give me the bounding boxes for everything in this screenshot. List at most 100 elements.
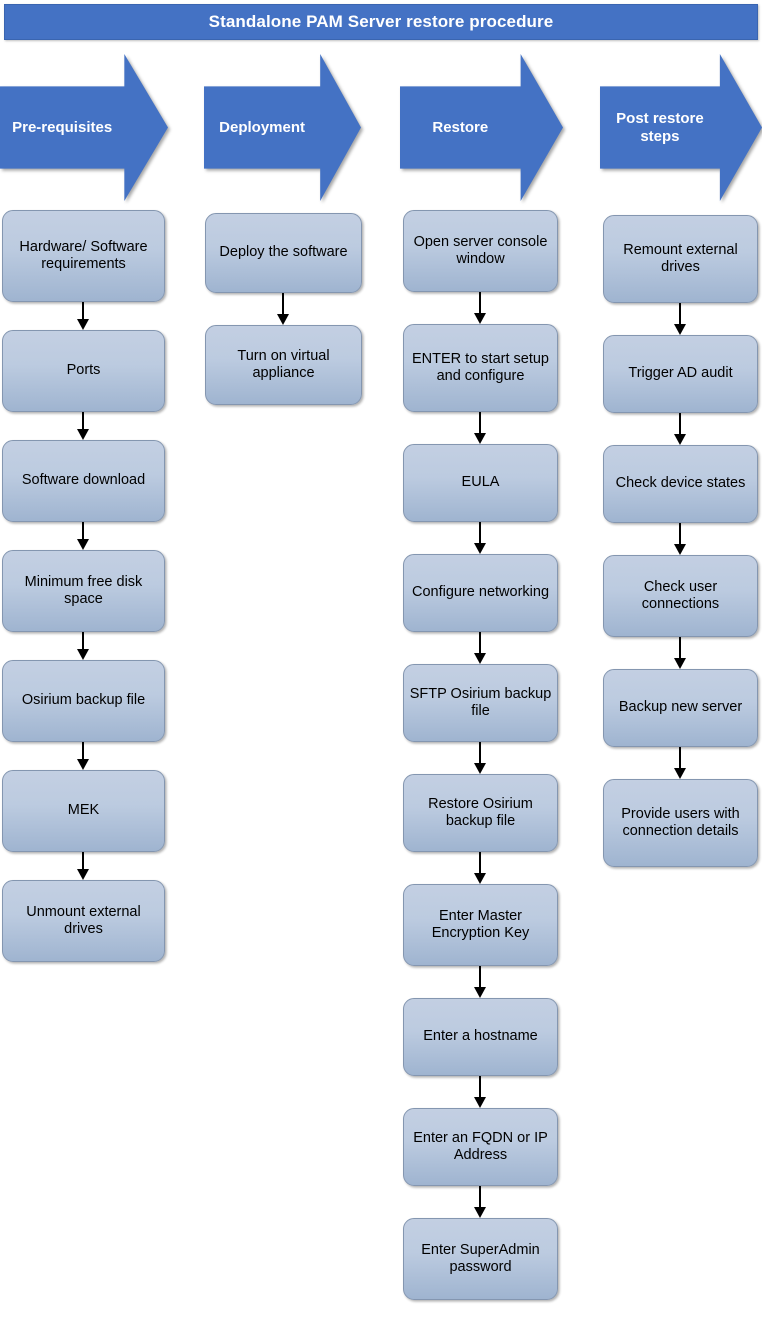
process-step-box[interactable]: Deploy the software: [205, 213, 362, 293]
flow-connector-arrow: [474, 966, 487, 998]
arrowhead-icon: [674, 658, 686, 669]
connector-line: [679, 303, 682, 326]
connector-line: [679, 637, 682, 660]
connector-line: [82, 742, 85, 761]
arrowhead-icon: [77, 649, 89, 660]
connector-line: [82, 302, 85, 321]
process-step-label: Open server console window: [413, 233, 548, 267]
process-step-box[interactable]: Hardware/ Software requirements: [2, 210, 165, 302]
process-step-label: Software download: [21, 472, 146, 489]
flow-connector-arrow: [77, 412, 90, 440]
connector-line: [82, 852, 85, 871]
phase-arrow-1[interactable]: Pre-requisites: [0, 54, 168, 201]
arrowhead-icon: [674, 768, 686, 779]
process-step-box[interactable]: Minimum free disk space: [2, 550, 165, 632]
process-step-box[interactable]: Restore Osirium backup file: [403, 774, 558, 852]
process-step-label: Enter Master Encryption Key: [431, 907, 530, 941]
process-step-box[interactable]: Software download: [2, 440, 165, 522]
connector-line: [479, 742, 482, 765]
phase-arrow-label: Restore: [432, 118, 489, 136]
flow-connector-arrow: [674, 523, 687, 555]
process-step-label: Remount external drives: [623, 241, 738, 275]
connector-line: [479, 1186, 482, 1209]
process-step-box[interactable]: Check device states: [603, 445, 758, 523]
arrowhead-icon: [474, 313, 486, 324]
flow-connector-arrow: [77, 632, 90, 660]
arrowhead-icon: [277, 314, 289, 325]
flow-connector-arrow: [674, 413, 687, 445]
process-step-box[interactable]: Open server console window: [403, 210, 558, 292]
phase-arrow-4[interactable]: Post restore steps: [600, 54, 762, 201]
process-step-label: Configure networking: [411, 584, 550, 601]
flow-connector-arrow: [77, 852, 90, 880]
flow-connector-arrow: [77, 522, 90, 550]
connector-line: [679, 523, 682, 546]
arrowhead-icon: [674, 324, 686, 335]
process-step-label: Unmount external drives: [26, 903, 141, 937]
process-step-label: Enter an FQDN or IP Address: [413, 1129, 548, 1163]
process-step-label: Hardware/ Software requirements: [19, 238, 148, 272]
process-step-label: Turn on virtual appliance: [237, 347, 330, 381]
process-step-box[interactable]: SFTP Osirium backup file: [403, 664, 558, 742]
process-step-box[interactable]: Enter a hostname: [403, 998, 558, 1076]
phase-arrow-label: Deployment: [219, 118, 306, 136]
flow-connector-arrow: [674, 747, 687, 779]
process-step-box[interactable]: Trigger AD audit: [603, 335, 758, 413]
flow-connector-arrow: [474, 742, 487, 774]
arrowhead-icon: [474, 873, 486, 884]
process-step-label: Provide users with connection details: [621, 805, 740, 839]
process-step-box[interactable]: Ports: [2, 330, 165, 412]
process-step-box[interactable]: Provide users with connection details: [603, 779, 758, 867]
arrowhead-icon: [77, 319, 89, 330]
connector-line: [679, 413, 682, 436]
flow-connector-arrow: [474, 412, 487, 444]
arrowhead-icon: [77, 869, 89, 880]
arrowhead-icon: [77, 429, 89, 440]
process-step-box[interactable]: Check user connections: [603, 555, 758, 637]
process-step-label: Trigger AD audit: [628, 365, 733, 382]
process-step-label: Enter SuperAdmin password: [421, 1241, 540, 1275]
flow-connector-arrow: [474, 292, 487, 324]
process-step-box[interactable]: MEK: [2, 770, 165, 852]
phase-arrow-2[interactable]: Deployment: [204, 54, 361, 201]
process-step-label: Check user connections: [641, 578, 720, 612]
process-step-box[interactable]: Configure networking: [403, 554, 558, 632]
process-step-box[interactable]: ENTER to start setup and configure: [403, 324, 558, 412]
process-step-label: Restore Osirium backup file: [428, 795, 533, 829]
page-title: Standalone PAM Server restore procedure: [208, 12, 554, 31]
connector-line: [479, 966, 482, 989]
process-step-label: Enter a hostname: [423, 1028, 538, 1045]
process-step-label: SFTP Osirium backup file: [409, 685, 552, 719]
process-step-label: Osirium backup file: [21, 692, 146, 709]
process-step-label: Ports: [66, 362, 101, 379]
arrowhead-icon: [474, 763, 486, 774]
flow-connector-arrow: [474, 1186, 487, 1218]
process-step-box[interactable]: EULA: [403, 444, 558, 522]
process-step-label: Backup new server: [618, 699, 743, 716]
process-step-box[interactable]: Enter an FQDN or IP Address: [403, 1108, 558, 1186]
arrowhead-icon: [474, 653, 486, 664]
flow-connector-arrow: [77, 302, 90, 330]
process-step-label: Minimum free disk space: [24, 573, 143, 607]
arrowhead-icon: [474, 433, 486, 444]
connector-line: [479, 522, 482, 545]
process-step-box[interactable]: Turn on virtual appliance: [205, 325, 362, 405]
process-step-box[interactable]: Enter Master Encryption Key: [403, 884, 558, 966]
flow-connector-arrow: [474, 632, 487, 664]
arrowhead-icon: [474, 1097, 486, 1108]
connector-line: [479, 632, 482, 655]
process-step-box[interactable]: Unmount external drives: [2, 880, 165, 962]
connector-line: [479, 292, 482, 315]
arrowhead-icon: [474, 987, 486, 998]
process-step-label: MEK: [67, 802, 100, 819]
process-step-label: EULA: [461, 474, 500, 491]
process-step-box[interactable]: Osirium backup file: [2, 660, 165, 742]
process-step-box[interactable]: Remount external drives: [603, 215, 758, 303]
arrowhead-icon: [674, 434, 686, 445]
process-step-box[interactable]: Enter SuperAdmin password: [403, 1218, 558, 1300]
connector-line: [282, 293, 285, 316]
process-step-box[interactable]: Backup new server: [603, 669, 758, 747]
diagram-title-banner: Standalone PAM Server restore procedure: [4, 4, 758, 40]
phase-arrow-3[interactable]: Restore: [400, 54, 563, 201]
